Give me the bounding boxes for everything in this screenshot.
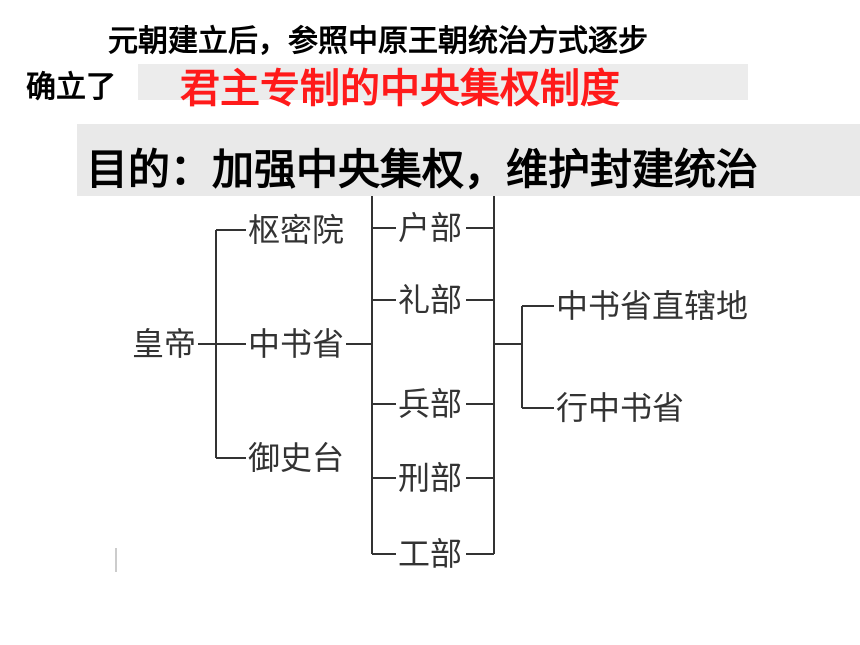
purpose-background	[77, 124, 860, 196]
highlight-background	[138, 64, 748, 100]
highlight-text: 君主专制的中央集权制度	[180, 66, 620, 112]
node-hubu: 户部	[398, 209, 463, 247]
diagram-area	[114, 196, 768, 576]
node-shumiyuan: 枢密院	[248, 211, 345, 249]
title-line-1: 元朝建立后，参照中原王朝统治方式逐步	[108, 24, 648, 59]
node-xingzhongshusheng: 行中书省	[556, 389, 685, 427]
node-zhongshusheng: 中书省	[248, 325, 345, 363]
node-libu: 礼部	[398, 281, 463, 319]
node-xingbu: 刑部	[398, 459, 463, 497]
title-line-2-prefix: 确立了	[26, 70, 116, 105]
node-bingbu: 兵部	[398, 385, 463, 423]
node-yushitai: 御史台	[248, 439, 345, 477]
node-emperor: 皇帝	[132, 325, 197, 363]
node-zhongshu-direct: 中书省直辖地	[556, 287, 749, 325]
purpose-text: 目的：加强中央集权，维护封建统治	[86, 145, 759, 194]
node-gongbu: 工部	[398, 535, 463, 573]
